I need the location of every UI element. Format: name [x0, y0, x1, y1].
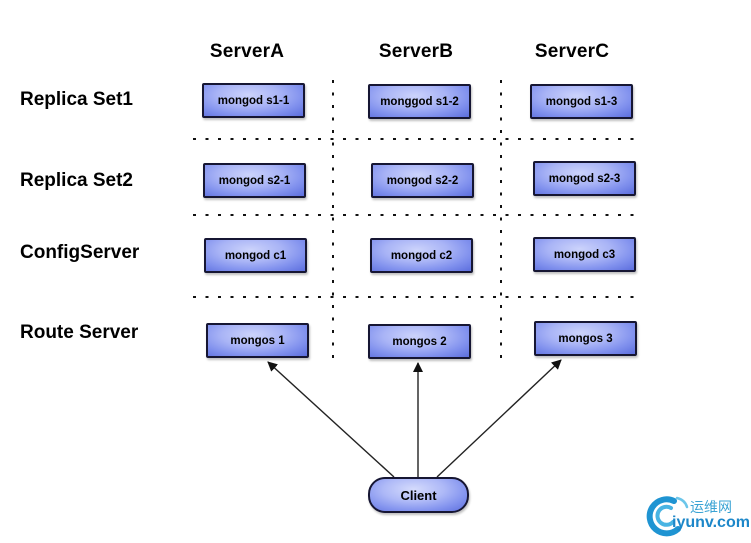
node-mongod-s1-1: mongod s1-1: [202, 83, 305, 118]
client-to-mongos-arrows: [267, 359, 562, 478]
column-header-server-b: ServerB: [378, 41, 454, 62]
node-client: Client: [368, 477, 469, 513]
node-mongos-1: mongos 1: [206, 323, 309, 358]
node-mongod-c2: mongod c2: [370, 238, 473, 273]
swirl-wave-icon: [646, 496, 689, 537]
node-mongod-s2-3: mongod s2-3: [533, 161, 636, 196]
node-mongod-c1: mongod c1: [204, 238, 307, 273]
row-label-config-server: ConfigServer: [20, 242, 140, 263]
row-label-replica-set2: Replica Set2: [20, 170, 133, 191]
watermark-site-name: 运维网: [690, 499, 732, 515]
column-header-server-a: ServerA: [209, 41, 285, 62]
node-mongod-c3: mongod c3: [533, 237, 636, 272]
node-mongod-s2-2: mongod s2-2: [371, 163, 474, 198]
node-mongos-2: mongos 2: [368, 324, 471, 359]
watermark-site-url: iyunv.com: [672, 514, 750, 531]
row-label-route-server: Route Server: [20, 322, 139, 343]
node-mongod-s2-1: mongod s2-1: [203, 163, 306, 198]
node-mongod-s1-2: monggod s1-2: [368, 84, 471, 119]
node-mongod-s1-3: mongod s1-3: [530, 84, 633, 119]
column-header-server-c: ServerC: [534, 41, 610, 62]
watermark: 运维网 iyunv.com: [641, 484, 751, 543]
node-mongos-3: mongos 3: [534, 321, 637, 356]
row-label-replica-set1: Replica Set1: [20, 89, 133, 110]
